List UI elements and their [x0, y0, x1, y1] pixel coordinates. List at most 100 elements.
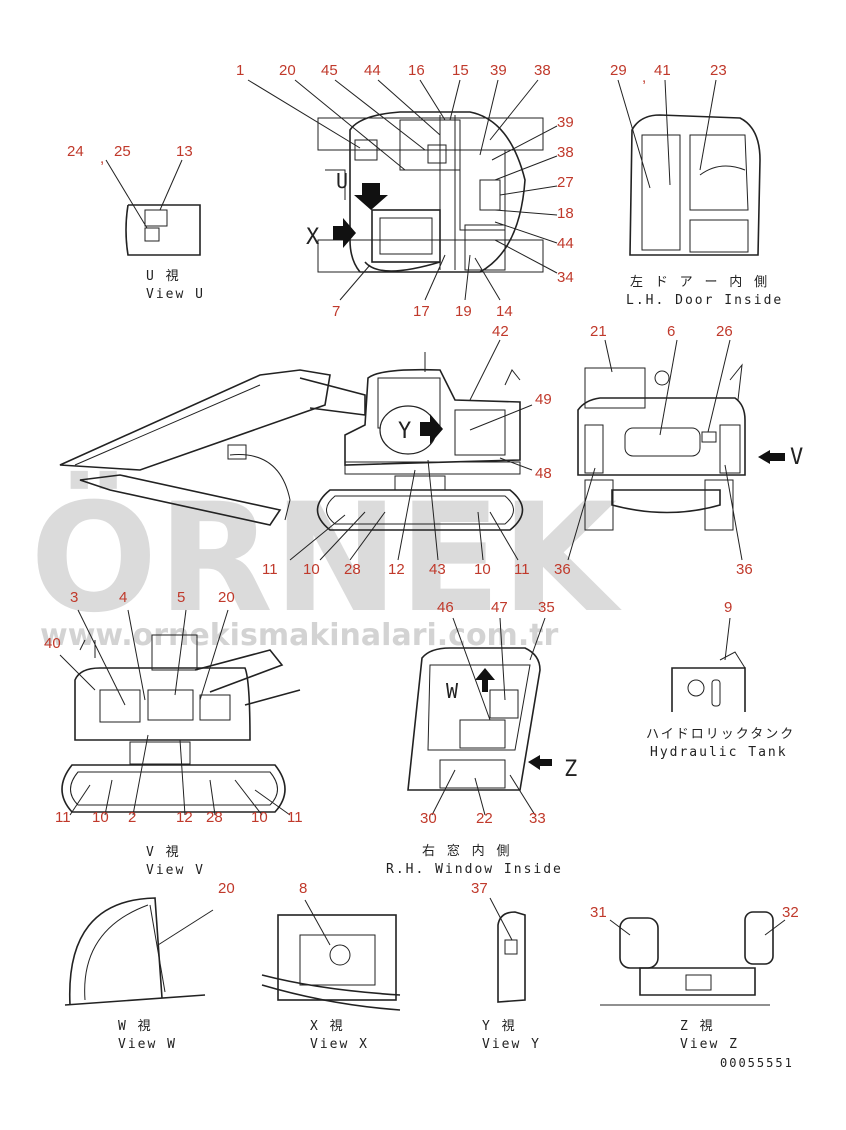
caption-window-en: R.H. Window Inside — [386, 862, 563, 877]
callout-number: 34 — [557, 269, 574, 286]
callout-number: 38 — [557, 144, 574, 161]
callout-number: 1 — [236, 62, 244, 79]
callout-number: 16 — [408, 62, 425, 79]
callout-number: 27 — [557, 174, 574, 191]
callout-number: 9 — [724, 599, 732, 616]
caption-view-x-en: View X — [310, 1037, 369, 1052]
callout-number: 38 — [534, 62, 551, 79]
callout-number: 29 — [610, 62, 627, 79]
callout-number: 36 — [736, 561, 753, 578]
callout-number: 3 — [70, 589, 78, 606]
callout-number: 44 — [557, 235, 574, 252]
callout-number: 36 — [554, 561, 571, 578]
callout-number: 28 — [344, 561, 361, 578]
callout-number: 13 — [176, 143, 193, 160]
callout-number: 39 — [557, 114, 574, 131]
callout-number: 5 — [177, 589, 185, 606]
callout-number: 10 — [92, 809, 109, 826]
callout-number: 20 — [279, 62, 296, 79]
caption-view-w-jp: W 視 — [118, 1019, 153, 1034]
callout-number: 18 — [557, 205, 574, 222]
callout-number: 41 — [654, 62, 671, 79]
caption-door-jp: 左 ド ア ー 内 側 — [630, 274, 769, 290]
watermark-url: www.ornekismakinalari.com.tr — [40, 618, 559, 653]
callout-number: 15 — [452, 62, 469, 79]
callout-number: 11 — [514, 561, 530, 578]
callout-number: 33 — [529, 810, 546, 827]
callout-number: 32 — [782, 904, 799, 921]
view-letter-z: Z — [564, 757, 577, 782]
view-x-drawing — [261, 899, 401, 1011]
callout-number: 24 — [67, 143, 84, 160]
side-view-drawing: Y — [59, 339, 533, 561]
callout-number: 45 — [321, 62, 338, 79]
callout-number: 42 — [492, 323, 509, 340]
callout-number: 35 — [538, 599, 555, 616]
door-inside-drawing — [617, 79, 761, 256]
caption-view-z-en: View Z — [680, 1037, 739, 1052]
callout-number: 14 — [496, 303, 513, 320]
callout-number: 7 — [332, 303, 340, 320]
caption-view-u-jp: U 視 — [146, 269, 181, 284]
callout-number: 40 — [44, 635, 61, 652]
callout-number: 21 — [590, 323, 607, 340]
view-letter-y: Y — [398, 419, 411, 444]
watermark-brand: ÖRNEK — [30, 470, 622, 646]
callout-number: 19 — [455, 303, 472, 320]
hydraulic-tank-drawing — [671, 617, 746, 712]
callout-number: 26 — [716, 323, 733, 340]
rear-view-drawing: V — [567, 339, 803, 561]
callout-number: 10 — [303, 561, 320, 578]
caption-tank-jp: ハイドロリックタンク — [646, 727, 795, 742]
callout-numbers: 1 20 45 44 16 15 39 38 39 38 27 18 44 34… — [44, 62, 799, 921]
callout-number: 10 — [474, 561, 491, 578]
callout-number: 10 — [251, 809, 268, 826]
callout-number: 6 — [667, 323, 675, 340]
callout-number: 43 — [429, 561, 446, 578]
callout-number: 22 — [476, 810, 493, 827]
callout-number: 31 — [590, 904, 607, 921]
caption-view-x-jp: X 視 — [310, 1019, 345, 1034]
callout-number: 48 — [535, 465, 552, 482]
caption-view-w-en: View W — [118, 1037, 177, 1052]
view-letter-u: U — [336, 169, 348, 193]
view-w-drawing — [64, 897, 214, 1006]
caption-view-u-en: View U — [146, 287, 205, 302]
view-letter-v: V — [790, 445, 803, 470]
callout-number: 11 — [55, 809, 71, 826]
view-u-drawing — [105, 159, 201, 256]
callout-number: 20 — [218, 589, 235, 606]
caption-window-jp: 右 窓 内 側 — [422, 843, 511, 859]
caption-door-en: L.H. Door Inside — [626, 293, 783, 308]
callout-number: 23 — [710, 62, 727, 79]
caption-view-v-jp: V 視 — [146, 845, 181, 860]
view-letter-x: X — [306, 225, 320, 250]
top-view-drawing: U X — [247, 79, 558, 301]
callout-number: , — [100, 150, 104, 167]
caption-tank-en: Hydraulic Tank — [650, 745, 788, 760]
callout-number: , — [642, 69, 646, 86]
callout-number: 17 — [413, 303, 430, 320]
callout-number: 44 — [364, 62, 381, 79]
callout-number: 4 — [119, 589, 127, 606]
callout-number: 30 — [420, 810, 437, 827]
callout-number: 39 — [490, 62, 507, 79]
view-v-drawing — [59, 609, 301, 816]
caption-view-y-jp: Y 視 — [482, 1019, 517, 1034]
callout-number: 8 — [299, 880, 307, 897]
callout-number: 2 — [128, 809, 136, 826]
callout-number: 25 — [114, 143, 131, 160]
caption-view-v-en: View V — [146, 863, 205, 878]
callout-number: 49 — [535, 391, 552, 408]
callout-number: 37 — [471, 880, 488, 897]
callout-number: 12 — [388, 561, 405, 578]
view-y-drawing — [489, 897, 526, 1003]
window-inside-drawing: W Z — [407, 617, 577, 816]
caption-view-z-jp: Z 視 — [680, 1019, 715, 1034]
callout-number: 46 — [437, 599, 454, 616]
callout-number: 11 — [287, 809, 303, 826]
caption-view-y-en: View Y — [482, 1037, 541, 1052]
callout-number: 20 — [218, 880, 235, 897]
